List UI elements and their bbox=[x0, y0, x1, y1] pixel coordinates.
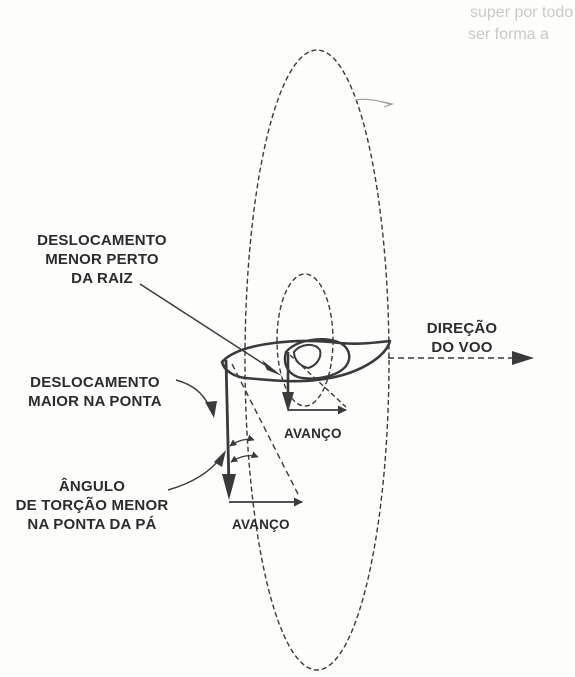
tip-displacement-label: DESLOCAMENTO MAIOR NA PONTA bbox=[28, 374, 162, 410]
flight-direction-label: DIREÇÃO DO VOO bbox=[426, 320, 498, 356]
twist-angle-leader-head bbox=[214, 450, 226, 467]
root-resultant-vector bbox=[289, 354, 347, 408]
advance-label-inner: AVANÇO bbox=[284, 426, 342, 441]
bleed-through-text: ser forma a bbox=[468, 26, 549, 43]
flight-direction-arrowhead bbox=[512, 351, 534, 365]
root-displacement-arrowhead bbox=[282, 392, 294, 412]
advance-label-outer: AVANÇO bbox=[232, 517, 290, 532]
scan-mark bbox=[355, 98, 391, 105]
blade-section-inner bbox=[292, 344, 322, 370]
tip-displacement-leader bbox=[175, 379, 213, 413]
blade-section-root bbox=[283, 338, 351, 380]
bleed-through-text: super por todo o bbox=[470, 4, 575, 21]
tip-path-ellipse bbox=[244, 49, 390, 671]
scan-mark bbox=[382, 101, 395, 108]
root-displacement-label: DESLOCAMENTO MENOR PERTO DA RAIZ bbox=[37, 232, 167, 287]
root-displacement-leader bbox=[139, 283, 277, 373]
twist-angle-arc-lower bbox=[230, 451, 259, 463]
root-displacement-leader-head bbox=[262, 360, 282, 376]
twist-angle-arc-upper bbox=[229, 434, 255, 447]
tip-displacement-vector bbox=[224, 359, 231, 487]
tip-resultant-vector bbox=[231, 363, 301, 499]
twist-angle-label: ÂNGULO DE TORÇÃO MENOR NA PONTA DA PÁ bbox=[15, 478, 169, 533]
blade-section-tip bbox=[220, 339, 392, 383]
tip-displacement-leader-head bbox=[205, 401, 217, 418]
tip-displacement-arrowhead bbox=[222, 474, 236, 500]
